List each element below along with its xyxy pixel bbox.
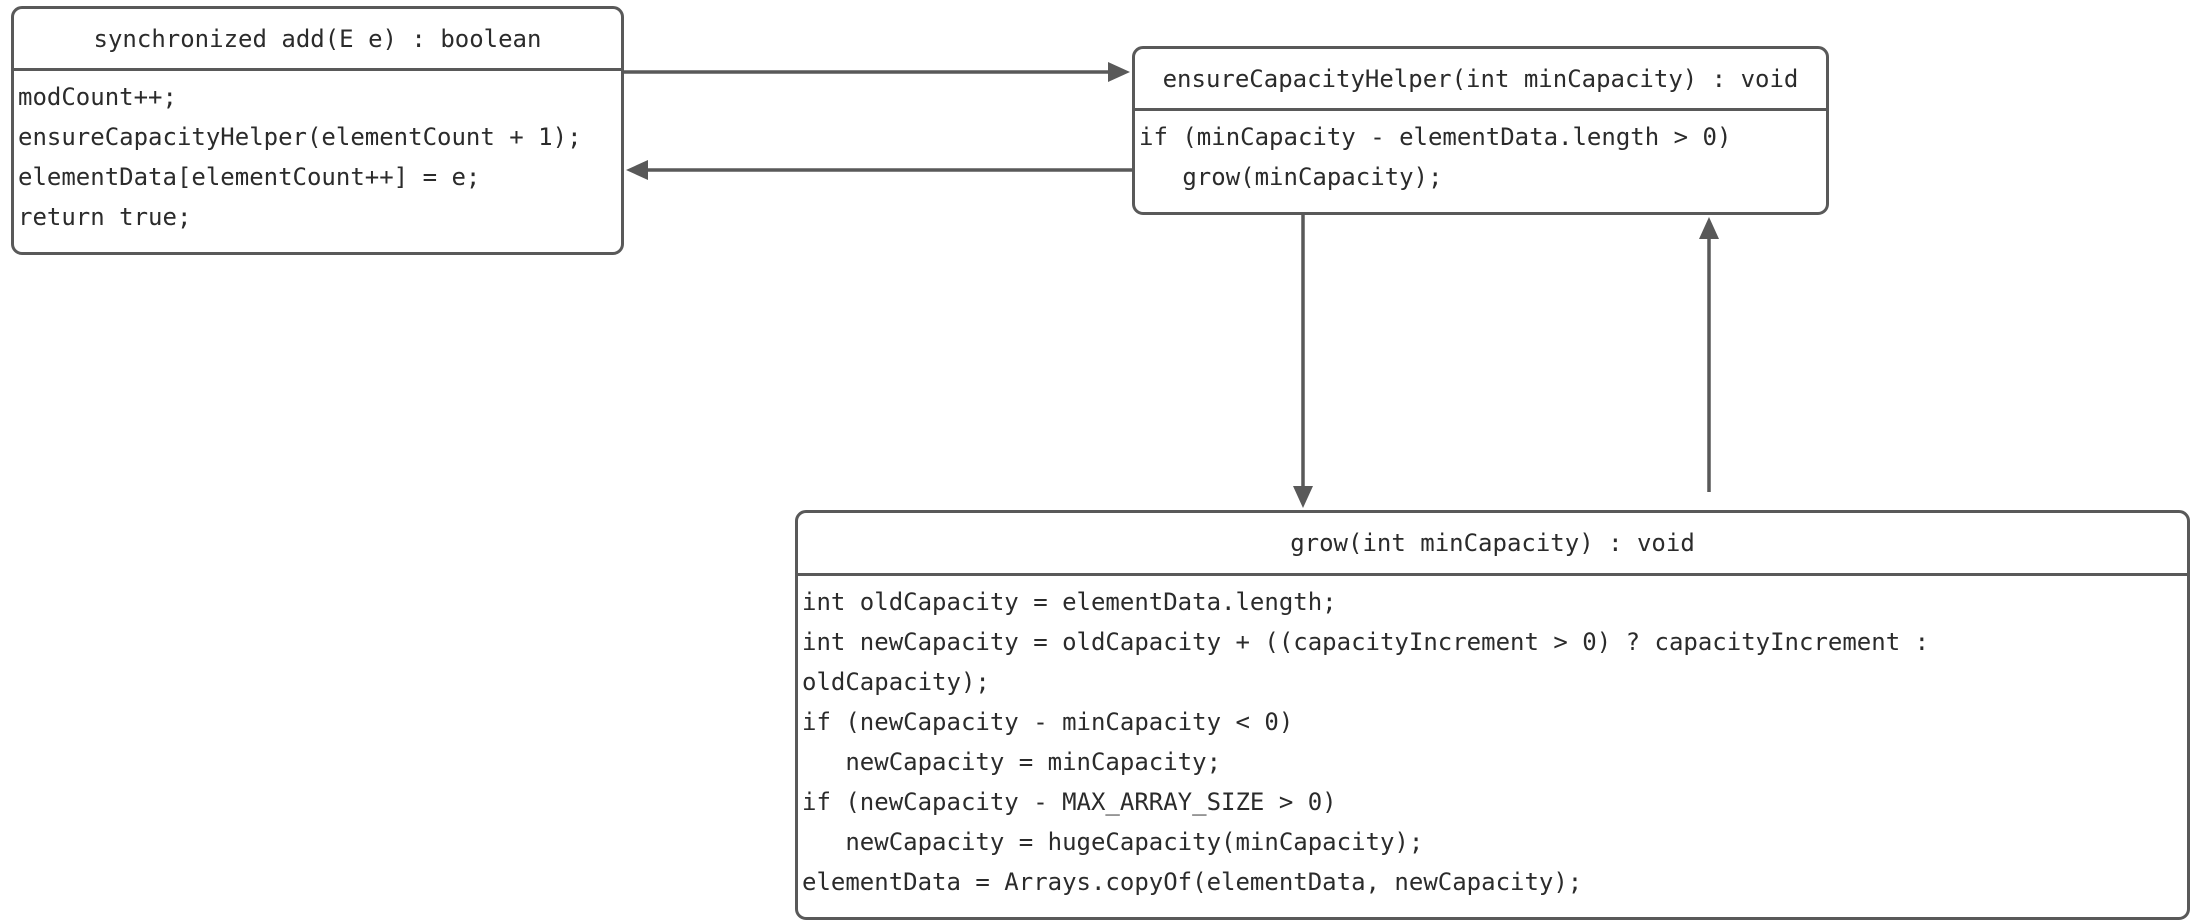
- arrow-ensure-to-add: [626, 160, 1132, 180]
- code-line: int newCapacity = oldCapacity + ((capaci…: [802, 628, 1930, 656]
- method-box-ensure-capacity-helper: ensureCapacityHelper(int minCapacity) : …: [1132, 46, 1829, 215]
- code-line: newCapacity = minCapacity;: [802, 748, 1222, 776]
- code-line: return true;: [18, 203, 192, 231]
- code-line: if (newCapacity - minCapacity < 0): [802, 708, 1294, 736]
- method-box-ensure-title: ensureCapacityHelper(int minCapacity) : …: [1135, 49, 1826, 111]
- method-box-add-body: modCount++; ensureCapacityHelper(element…: [14, 71, 621, 237]
- arrow-add-to-ensure: [624, 62, 1130, 82]
- code-line: int oldCapacity = elementData.length;: [802, 588, 1337, 616]
- method-box-grow-body: int oldCapacity = elementData.length; in…: [798, 576, 2187, 902]
- method-box-grow-title: grow(int minCapacity) : void: [798, 513, 2187, 576]
- code-line: ensureCapacityHelper(elementCount + 1);: [18, 123, 582, 151]
- code-line: newCapacity = hugeCapacity(minCapacity);: [802, 828, 1424, 856]
- code-line: modCount++;: [18, 83, 177, 111]
- code-line: elementData[elementCount++] = e;: [18, 163, 481, 191]
- arrow-ensure-to-grow: [1293, 215, 1313, 508]
- code-line: elementData = Arrays.copyOf(elementData,…: [802, 868, 1583, 896]
- code-line: if (newCapacity - MAX_ARRAY_SIZE > 0): [802, 788, 1337, 816]
- code-line: oldCapacity);: [802, 668, 990, 696]
- arrow-grow-to-ensure: [1699, 217, 1719, 492]
- method-box-add: synchronized add(E e) : boolean modCount…: [11, 6, 624, 255]
- method-box-ensure-body: if (minCapacity - elementData.length > 0…: [1135, 111, 1826, 197]
- method-box-add-title: synchronized add(E e) : boolean: [14, 9, 621, 71]
- code-line: if (minCapacity - elementData.length > 0…: [1139, 123, 1732, 151]
- method-box-grow: grow(int minCapacity) : void int oldCapa…: [795, 510, 2190, 920]
- code-line: grow(minCapacity);: [1139, 163, 1443, 191]
